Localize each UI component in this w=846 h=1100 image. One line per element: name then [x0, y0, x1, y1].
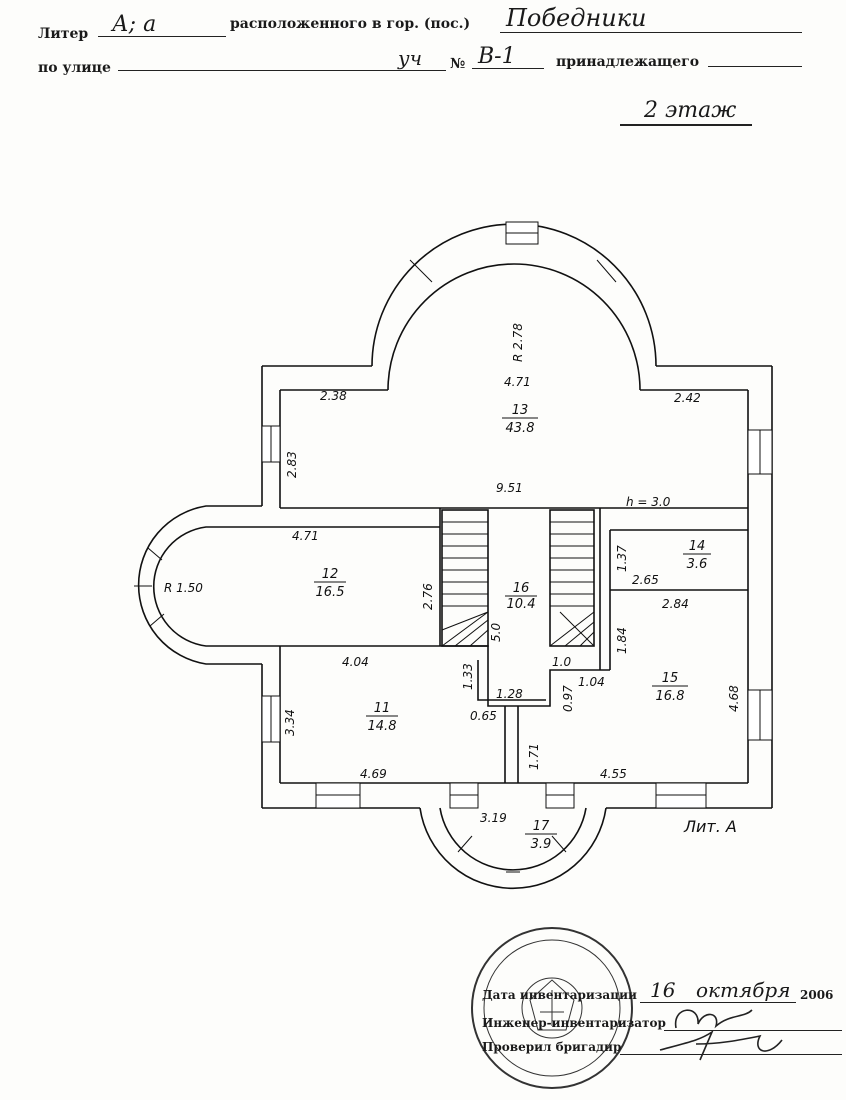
dim-r-top: R 2.78 — [511, 323, 525, 362]
plot-prefix: уч — [398, 46, 423, 70]
room-17: 17 3.9 — [525, 819, 557, 852]
room-area: 16.5 — [316, 585, 345, 600]
stamp — [471, 927, 633, 1089]
room-area: 43.8 — [506, 421, 535, 436]
room-area: 3.9 — [531, 837, 552, 852]
room-12: 12 16.5 — [314, 567, 346, 600]
dim-471-top: 4.71 — [504, 375, 531, 389]
date-year: 2006 — [800, 988, 834, 1002]
dim-097: 0.97 — [561, 685, 575, 712]
room-area: 3.6 — [687, 557, 708, 572]
locality-value: Победники — [506, 4, 647, 32]
liter-label: Литер — [38, 26, 89, 42]
room-area: 10.4 — [507, 597, 536, 612]
number-value: В-1 — [478, 44, 516, 69]
number-label: № — [450, 56, 466, 72]
liter-underline — [98, 36, 226, 37]
dim-455: 4.55 — [600, 767, 627, 781]
engineer-label: Инженер-инвентаризатор — [482, 1016, 666, 1030]
room-area: 16.8 — [656, 689, 685, 704]
dim-265: 2.65 — [632, 573, 659, 587]
floor-label: 2 этаж — [644, 98, 737, 123]
lit-label: Лит. А — [683, 817, 737, 836]
date-day: 16 — [650, 978, 676, 1002]
room-14: 14 3.6 — [683, 539, 711, 572]
room-13: 13 43.8 — [502, 403, 538, 436]
dim-951: 9.51 — [496, 481, 523, 495]
belongs-underline — [708, 66, 802, 67]
number-underline — [472, 68, 544, 69]
dim-184: 1.84 — [615, 627, 629, 654]
dim-133: 1.33 — [461, 663, 475, 690]
engineer-underline — [664, 1030, 842, 1031]
room-16: 16 10.4 — [505, 581, 537, 612]
room-number: 13 — [512, 403, 529, 418]
dim-284: 2.84 — [662, 597, 689, 611]
room-11: 11 14.8 — [366, 701, 398, 734]
room-area: 14.8 — [368, 719, 397, 734]
dim-334: 3.34 — [283, 709, 297, 736]
engineer-signature — [674, 1009, 753, 1029]
liter-value: А; а — [112, 12, 157, 37]
dim-h30: h = 3.0 — [626, 495, 671, 509]
checked-label: Проверил бригадир — [482, 1040, 622, 1054]
dim-283: 2.83 — [285, 451, 299, 478]
dim-r-left: R 1.50 — [164, 581, 203, 595]
room-number: 16 — [513, 581, 530, 596]
date-underline — [640, 1002, 796, 1003]
locality-underline — [500, 32, 802, 33]
dim-137: 1.37 — [615, 545, 629, 572]
street-underline — [118, 70, 446, 71]
brigadier-signature — [659, 1029, 783, 1061]
room-number: 14 — [689, 539, 706, 554]
date-label: Дата инвентаризации — [482, 988, 637, 1002]
checked-underline — [620, 1054, 842, 1055]
street-label: по улице — [38, 60, 111, 76]
room-15: 15 16.8 — [652, 671, 688, 704]
dim-171: 1.71 — [527, 743, 541, 770]
dim-50: 5.0 — [489, 623, 503, 642]
dim-065: 0.65 — [470, 709, 497, 723]
room-number: 11 — [374, 701, 391, 716]
date-month: октября — [696, 978, 791, 1002]
dim-468: 4.68 — [727, 685, 741, 712]
dim-242: 2.42 — [674, 391, 701, 405]
dim-238: 2.38 — [320, 389, 347, 403]
floor-underline — [620, 124, 752, 126]
dim-10: 1.0 — [552, 655, 571, 669]
dim-276: 2.76 — [421, 583, 435, 610]
window-sashes — [134, 232, 761, 873]
room-number: 17 — [533, 819, 550, 834]
belongs-label: принадлежащего — [556, 54, 700, 70]
room-number: 12 — [322, 567, 339, 582]
room-number: 15 — [662, 671, 679, 686]
dim-404: 4.04 — [342, 655, 369, 669]
dim-469: 4.69 — [360, 767, 387, 781]
dim-471-left: 4.71 — [292, 529, 319, 543]
stair-treads — [441, 521, 595, 647]
dim-104: 1.04 — [578, 675, 605, 689]
dim-319: 3.19 — [480, 811, 507, 825]
dim-128: 1.28 — [496, 687, 523, 701]
located-label: расположенного в гор. (пос.) — [230, 16, 471, 32]
